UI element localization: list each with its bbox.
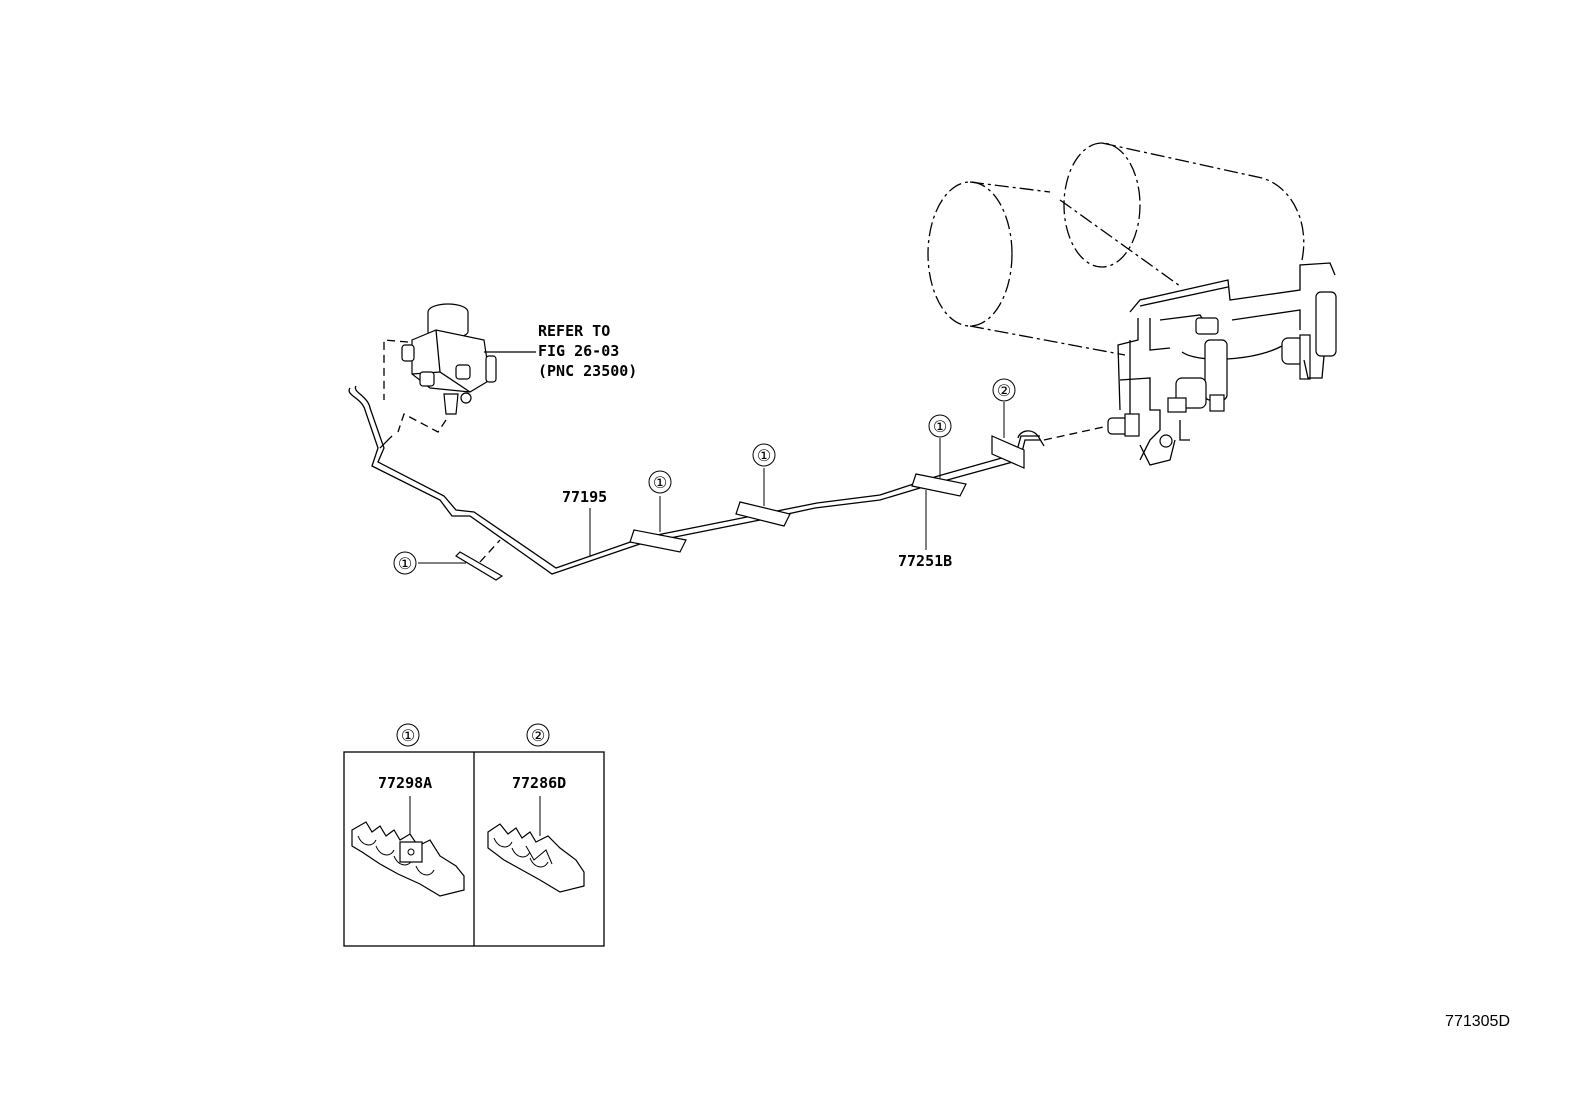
fuel-pipe [348, 385, 1045, 575]
clamp-b [735, 501, 791, 527]
pump-connection-line-b [397, 413, 447, 433]
legend: ① 77298A ② 77286D [343, 723, 605, 947]
clamp-loose [455, 551, 504, 581]
legend-part-77286d: 77286D [512, 774, 566, 792]
clamp-77286d-illustration [487, 796, 585, 893]
tank-connection-line [1043, 425, 1109, 441]
clamp-c [911, 473, 967, 497]
fuel-tank-assembly [927, 142, 1337, 466]
fuel-pump-assembly [401, 303, 536, 415]
callout-clamp-c: ① [933, 417, 947, 436]
refer-text-line1: REFER TO [538, 322, 610, 340]
legend-marker-2: ② [531, 726, 545, 745]
legend-marker-1: ① [401, 726, 415, 745]
callout-clamp-b: ① [757, 446, 771, 465]
callout-clamp-d: ② [997, 381, 1011, 400]
refer-text-line2: FIG 26-03 [538, 342, 619, 360]
clamp-77298a-illustration [351, 796, 465, 897]
part-label-77251b: 77251B [898, 552, 952, 570]
clamp-loose-dash [479, 539, 501, 563]
figure-id: 771305D [1445, 1013, 1510, 1030]
part-label-77195: 77195 [562, 488, 607, 506]
callout-clamp-loose: ① [398, 554, 412, 573]
clamp-d [991, 435, 1025, 469]
clamp-a [629, 529, 687, 553]
legend-part-77298a: 77298A [378, 774, 432, 792]
callout-clamp-a: ① [653, 473, 667, 492]
refer-text-line3: (PNC 23500) [538, 362, 637, 380]
